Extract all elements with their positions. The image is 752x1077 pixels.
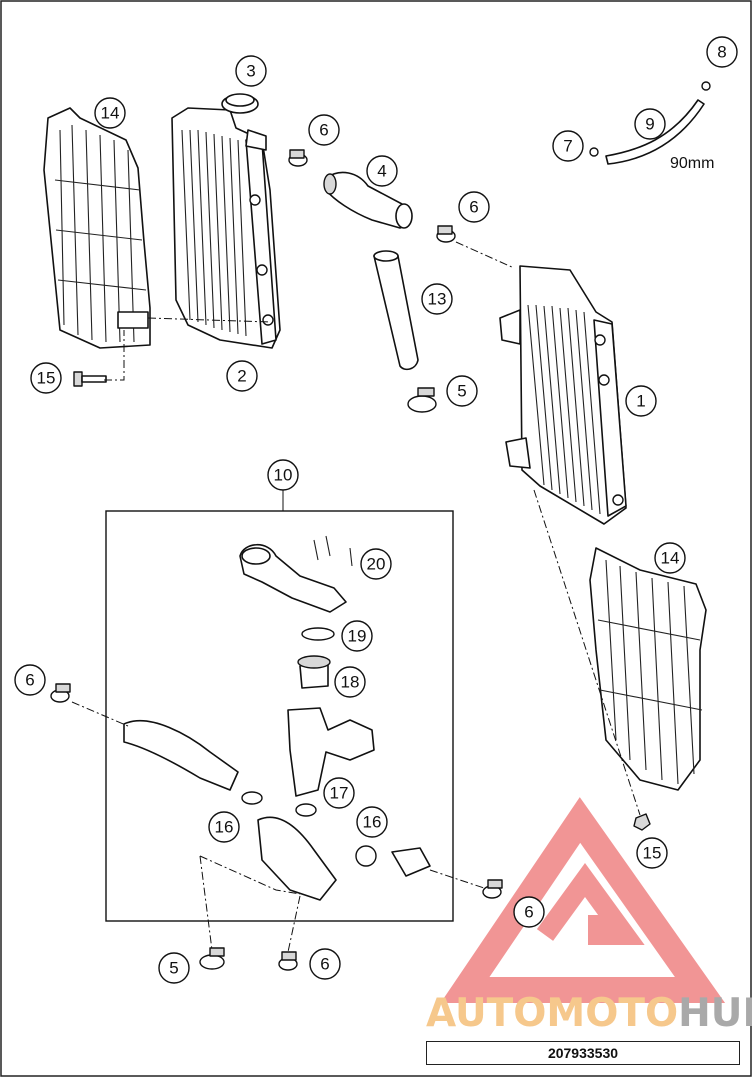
- callout-bubble: 7: [552, 130, 584, 162]
- callout-bubble: 17: [323, 777, 355, 809]
- callout-bubble: 4: [366, 155, 398, 187]
- leader-lines: [71, 241, 641, 953]
- callout-bubble: 5: [158, 952, 190, 984]
- radiator-left: [171, 107, 281, 349]
- coolant-hose-short: [355, 845, 431, 877]
- thermostat-hose-assembly: [257, 707, 375, 901]
- callout-label: 10: [274, 466, 293, 485]
- callout-label: 20: [367, 555, 386, 574]
- callout-bubble: 15: [30, 362, 62, 394]
- hose-clamp: [436, 225, 456, 243]
- callout-bubble: 1: [625, 385, 657, 417]
- callout-label: 5: [169, 959, 178, 978]
- callout-label: 16: [363, 813, 382, 832]
- callout-label: 15: [643, 844, 662, 863]
- callout-label: 14: [661, 549, 680, 568]
- callout-bubble: 16: [208, 811, 240, 843]
- callout-label: 6: [469, 198, 478, 217]
- watermark-brand-part1: AUTOMOTO: [426, 991, 678, 1036]
- radiator-hose-upper: [323, 171, 413, 229]
- callout-label: 3: [246, 62, 255, 81]
- callout-bubble: 13: [421, 283, 453, 315]
- callout-label: 16: [215, 818, 234, 837]
- callout-label: 6: [25, 671, 34, 690]
- callout-bubble: 19: [341, 620, 373, 652]
- callout-bubble: 10: [267, 459, 299, 491]
- callout-label: 17: [330, 784, 349, 803]
- watermark-brand-part2: HUB: [678, 991, 752, 1036]
- callout-bubble: 20: [360, 548, 392, 580]
- thermostat: [297, 655, 331, 689]
- watermark-text: AUTOMOTOHUB: [426, 991, 752, 1036]
- radiator-shroud-left: [43, 107, 151, 349]
- radiator-right: [499, 265, 627, 525]
- callout-label: 13: [428, 290, 447, 309]
- callout-bubble: 15: [636, 837, 668, 869]
- kit-box: [105, 510, 454, 922]
- callout-label: 18: [341, 673, 360, 692]
- callout-bubble: 6: [14, 664, 46, 696]
- hose-clamp: [482, 879, 503, 899]
- radiator-shroud-right: [589, 547, 707, 791]
- hose-clamp: [407, 387, 437, 413]
- callout-label: 7: [563, 137, 572, 156]
- coolant-hose-straight: [373, 250, 419, 371]
- o-ring: [301, 627, 335, 641]
- hose-length-note: 90mm: [670, 155, 714, 172]
- callout-bubble: 16: [356, 806, 388, 838]
- callout-label: 14: [101, 104, 120, 123]
- callout-label: 6: [319, 121, 328, 140]
- callout-label: 6: [320, 955, 329, 974]
- callout-label: 4: [377, 162, 386, 181]
- callout-bubble: 2: [226, 360, 258, 392]
- callout-bubble: 18: [334, 666, 366, 698]
- hose-clamp: [288, 149, 308, 167]
- overflow-hose-small: [589, 81, 711, 165]
- coolant-hose-bent: [123, 719, 263, 805]
- hose-clamp: [199, 947, 225, 970]
- callout-label: 6: [524, 903, 533, 922]
- callout-bubble: 5: [446, 375, 478, 407]
- callout-label: 15: [37, 369, 56, 388]
- callout-label: 5: [457, 382, 466, 401]
- callout-bubble: 14: [94, 97, 126, 129]
- callout-bubble: 6: [309, 948, 341, 980]
- callout-label: 2: [237, 367, 246, 386]
- callout-label: 9: [645, 115, 654, 134]
- callout-label: 19: [348, 627, 367, 646]
- bolt: [73, 371, 107, 387]
- callout-label: 8: [717, 43, 726, 62]
- callout-bubble: 6: [458, 191, 490, 223]
- callout-bubble: 3: [235, 55, 267, 87]
- callout-bubble: 6: [308, 114, 340, 146]
- hose-clamp: [50, 683, 71, 703]
- radiator-cap: [221, 93, 267, 151]
- callout-bubble: 9: [634, 108, 666, 140]
- callout-bubble: 14: [654, 542, 686, 574]
- callout-bubble: 6: [513, 896, 545, 928]
- callout-label: 1: [636, 392, 645, 411]
- diagram-number-box: 207933530: [426, 1041, 740, 1065]
- hose-clamp: [278, 951, 298, 971]
- thermostat-housing: [239, 535, 353, 613]
- hex-nut: [633, 813, 651, 831]
- callout-bubble: 8: [706, 36, 738, 68]
